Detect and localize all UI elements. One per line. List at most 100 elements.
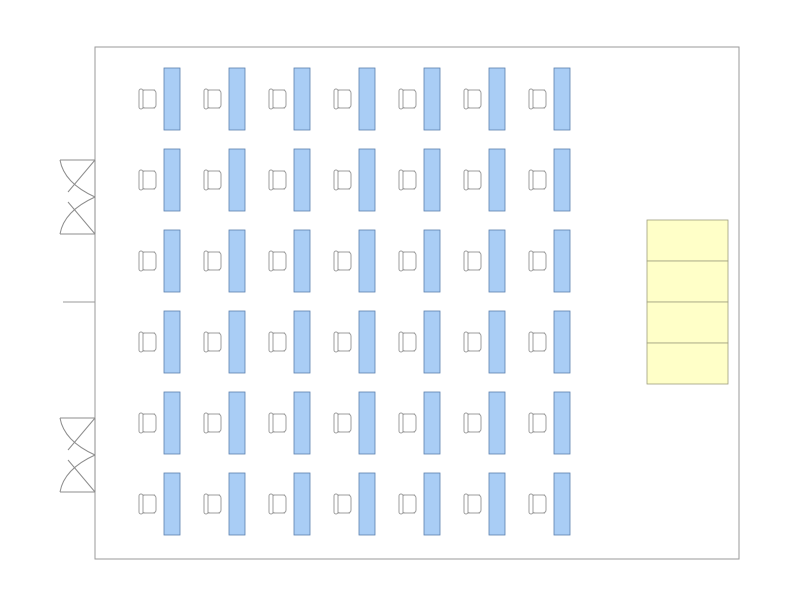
desk-station xyxy=(463,148,506,212)
desk xyxy=(163,310,181,374)
double-door xyxy=(59,159,96,235)
chair xyxy=(138,412,157,434)
desk xyxy=(553,148,571,212)
desk xyxy=(163,148,181,212)
chair xyxy=(268,169,287,191)
desk-station xyxy=(398,148,441,212)
desk-station xyxy=(528,310,571,374)
desk xyxy=(358,148,376,212)
desk-station xyxy=(138,229,181,293)
desk-station xyxy=(268,472,311,536)
desk xyxy=(488,229,506,293)
desk xyxy=(553,67,571,131)
desk-station xyxy=(268,229,311,293)
desk xyxy=(488,67,506,131)
desk-station xyxy=(463,67,506,131)
desk xyxy=(293,472,311,536)
desk-station xyxy=(138,472,181,536)
chair xyxy=(528,169,547,191)
chair xyxy=(203,250,222,272)
chair xyxy=(463,88,482,110)
desk xyxy=(423,148,441,212)
desk-station xyxy=(203,67,246,131)
desk-station xyxy=(268,148,311,212)
chair xyxy=(138,169,157,191)
desk-station xyxy=(463,472,506,536)
desk-station xyxy=(203,472,246,536)
desk-station xyxy=(333,310,376,374)
chair xyxy=(463,250,482,272)
chair xyxy=(333,412,352,434)
desk xyxy=(163,472,181,536)
desk-station xyxy=(138,148,181,212)
chair xyxy=(333,169,352,191)
chair xyxy=(528,412,547,434)
chair xyxy=(203,493,222,515)
desk-station xyxy=(463,310,506,374)
stage-panel xyxy=(646,342,729,385)
doors xyxy=(59,159,96,493)
desk xyxy=(293,67,311,131)
chair xyxy=(203,88,222,110)
chair xyxy=(203,331,222,353)
desk xyxy=(423,391,441,455)
desk-station xyxy=(463,391,506,455)
chair xyxy=(138,88,157,110)
chair xyxy=(203,169,222,191)
desk-station xyxy=(268,391,311,455)
chair xyxy=(528,250,547,272)
desk xyxy=(228,310,246,374)
desk-station xyxy=(398,391,441,455)
stage-platform xyxy=(646,219,729,385)
desk xyxy=(488,310,506,374)
desk-station xyxy=(528,148,571,212)
chair xyxy=(398,331,417,353)
desk-station xyxy=(268,310,311,374)
desk xyxy=(358,67,376,131)
desk-station xyxy=(203,310,246,374)
chair xyxy=(463,169,482,191)
desk-station xyxy=(138,310,181,374)
desk xyxy=(553,391,571,455)
desk xyxy=(423,67,441,131)
desk-station xyxy=(398,229,441,293)
desk xyxy=(293,310,311,374)
chair xyxy=(268,88,287,110)
desk xyxy=(358,310,376,374)
desk-station xyxy=(333,148,376,212)
chair xyxy=(333,88,352,110)
desk xyxy=(553,310,571,374)
chair xyxy=(398,88,417,110)
room-outline xyxy=(94,46,740,560)
desk xyxy=(553,229,571,293)
desk xyxy=(423,472,441,536)
stage-panel xyxy=(646,219,729,262)
desk xyxy=(228,148,246,212)
stage-panel xyxy=(646,260,729,303)
desk-station xyxy=(333,229,376,293)
chair xyxy=(138,250,157,272)
desk-station xyxy=(333,472,376,536)
chair xyxy=(268,493,287,515)
desk xyxy=(228,472,246,536)
chair xyxy=(528,88,547,110)
chair xyxy=(333,331,352,353)
desk-station xyxy=(268,67,311,131)
desk xyxy=(488,148,506,212)
desk xyxy=(488,391,506,455)
chair xyxy=(398,250,417,272)
stage-panel xyxy=(646,301,729,344)
chair xyxy=(138,331,157,353)
chair xyxy=(138,493,157,515)
desk-station xyxy=(398,310,441,374)
chair xyxy=(463,331,482,353)
desk xyxy=(163,67,181,131)
desk-station xyxy=(333,391,376,455)
desk-station xyxy=(528,67,571,131)
chair xyxy=(463,493,482,515)
desk xyxy=(358,391,376,455)
chair xyxy=(333,250,352,272)
desk xyxy=(358,229,376,293)
chair xyxy=(203,412,222,434)
